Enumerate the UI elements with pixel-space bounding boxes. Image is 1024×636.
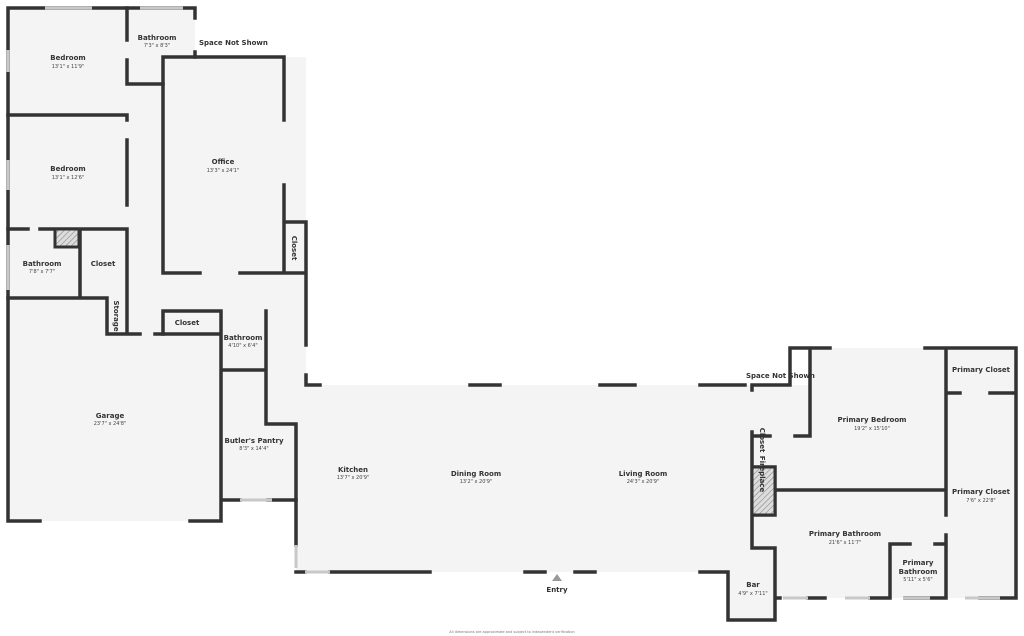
svg-text:Bathroom: Bathroom — [138, 34, 177, 42]
room-closet-office: Closet — [290, 236, 298, 261]
entry-label: Entry — [546, 586, 568, 594]
svg-text:Living Room: Living Room — [619, 470, 668, 478]
svg-text:7'3" x 8'3": 7'3" x 8'3" — [144, 43, 170, 49]
svg-text:13'3" x 24'1": 13'3" x 24'1" — [207, 168, 240, 174]
fireplace-label: Fireplace — [758, 456, 766, 493]
room-primary-bathroom: Primary Bathroom 21'6" x 11'7" — [809, 530, 881, 546]
svg-text:4'9" x 7'11": 4'9" x 7'11" — [738, 591, 767, 597]
svg-text:Bathroom: Bathroom — [899, 568, 938, 576]
walls — [6, 6, 1018, 622]
fireplace-hatch-icon — [750, 465, 777, 517]
room-primary-bathroom-small: Primary Bathroom 5'11" x 5'6" — [899, 559, 938, 583]
footer-disclaimer: All dimensions are approximate and subje… — [449, 630, 574, 634]
svg-text:Garage: Garage — [96, 412, 125, 420]
svg-text:21'6" x 11'7": 21'6" x 11'7" — [829, 540, 862, 546]
svg-text:Bathroom: Bathroom — [224, 334, 263, 342]
svg-text:Primary Bedroom: Primary Bedroom — [838, 416, 907, 424]
room-closet-fire: Closet — [758, 428, 766, 453]
svg-text:Butler's Pantry: Butler's Pantry — [224, 437, 283, 445]
svg-text:Bathroom: Bathroom — [23, 260, 62, 268]
room-office: Office 13'3" x 24'1" — [207, 158, 240, 174]
room-bathroom-top: Bathroom 7'3" x 8'3" — [138, 34, 177, 49]
svg-text:13'1" x 11'9": 13'1" x 11'9" — [52, 64, 85, 70]
svg-text:24'3" x 20'9": 24'3" x 20'9" — [627, 479, 660, 485]
windows — [6, 6, 1000, 600]
svg-text:Bar: Bar — [746, 581, 760, 589]
room-primary-closet-top: Primary Closet — [952, 366, 1011, 374]
room-storage: Storage — [112, 300, 120, 331]
entry-arrow-icon — [552, 574, 562, 581]
svg-text:Bedroom: Bedroom — [50, 54, 85, 62]
svg-text:Office: Office — [212, 158, 235, 166]
svg-text:Kitchen: Kitchen — [338, 466, 368, 474]
svg-text:4'10" x 6'4": 4'10" x 6'4" — [228, 343, 257, 349]
room-bathroom-small: Bathroom 7'8" x 7'7" — [23, 260, 62, 275]
chimney-icon — [53, 227, 81, 249]
floors — [8, 8, 1016, 620]
room-primary-closet: Primary Closet 7'6" x 22'8" — [952, 488, 1011, 504]
svg-text:5'11" x 5'6": 5'11" x 5'6" — [903, 577, 932, 583]
svg-text:Primary Closet: Primary Closet — [952, 488, 1011, 496]
svg-text:Bedroom: Bedroom — [50, 165, 85, 173]
svg-text:13'2" x 20'9": 13'2" x 20'9" — [460, 479, 493, 485]
room-bar: Bar 4'9" x 7'11" — [738, 581, 767, 597]
svg-text:7'8" x 7'7": 7'8" x 7'7" — [29, 269, 55, 275]
room-bedroom-2: Bedroom 13'1" x 12'6" — [50, 165, 85, 181]
room-living: Living Room 24'3" x 20'9" — [619, 470, 668, 485]
svg-text:13'7" x 20'9": 13'7" x 20'9" — [337, 475, 370, 481]
svg-text:Dining Room: Dining Room — [451, 470, 501, 478]
svg-text:19'2" x 15'10": 19'2" x 15'10" — [854, 426, 890, 432]
room-closet-hall: Closet — [175, 319, 200, 327]
space-not-shown-label: Space Not Shown — [199, 39, 268, 47]
room-kitchen: Kitchen 13'7" x 20'9" — [337, 466, 370, 481]
room-bathroom-hall: Bathroom 4'10" x 6'4" — [224, 334, 263, 349]
room-primary-bedroom: Primary Bedroom 19'2" x 15'10" — [838, 416, 907, 432]
room-closet-left: Closet — [91, 260, 116, 268]
svg-text:7'6" x 22'8": 7'6" x 22'8" — [966, 498, 995, 504]
room-butlers-pantry: Butler's Pantry 8'3" x 14'4" — [224, 437, 283, 452]
space-not-shown-right-label: Space Not Shown — [746, 372, 815, 380]
svg-text:Primary: Primary — [902, 559, 933, 567]
room-garage: Garage 23'7" x 24'8" — [94, 412, 127, 427]
room-bedroom-1: Bedroom 13'1" x 11'9" — [50, 54, 85, 70]
svg-text:8'3" x 14'4": 8'3" x 14'4" — [239, 446, 268, 452]
svg-text:13'1" x 12'6": 13'1" x 12'6" — [52, 175, 85, 181]
svg-text:Primary Bathroom: Primary Bathroom — [809, 530, 881, 538]
svg-text:23'7" x 24'8": 23'7" x 24'8" — [94, 421, 127, 427]
room-dining: Dining Room 13'2" x 20'9" — [451, 470, 501, 485]
